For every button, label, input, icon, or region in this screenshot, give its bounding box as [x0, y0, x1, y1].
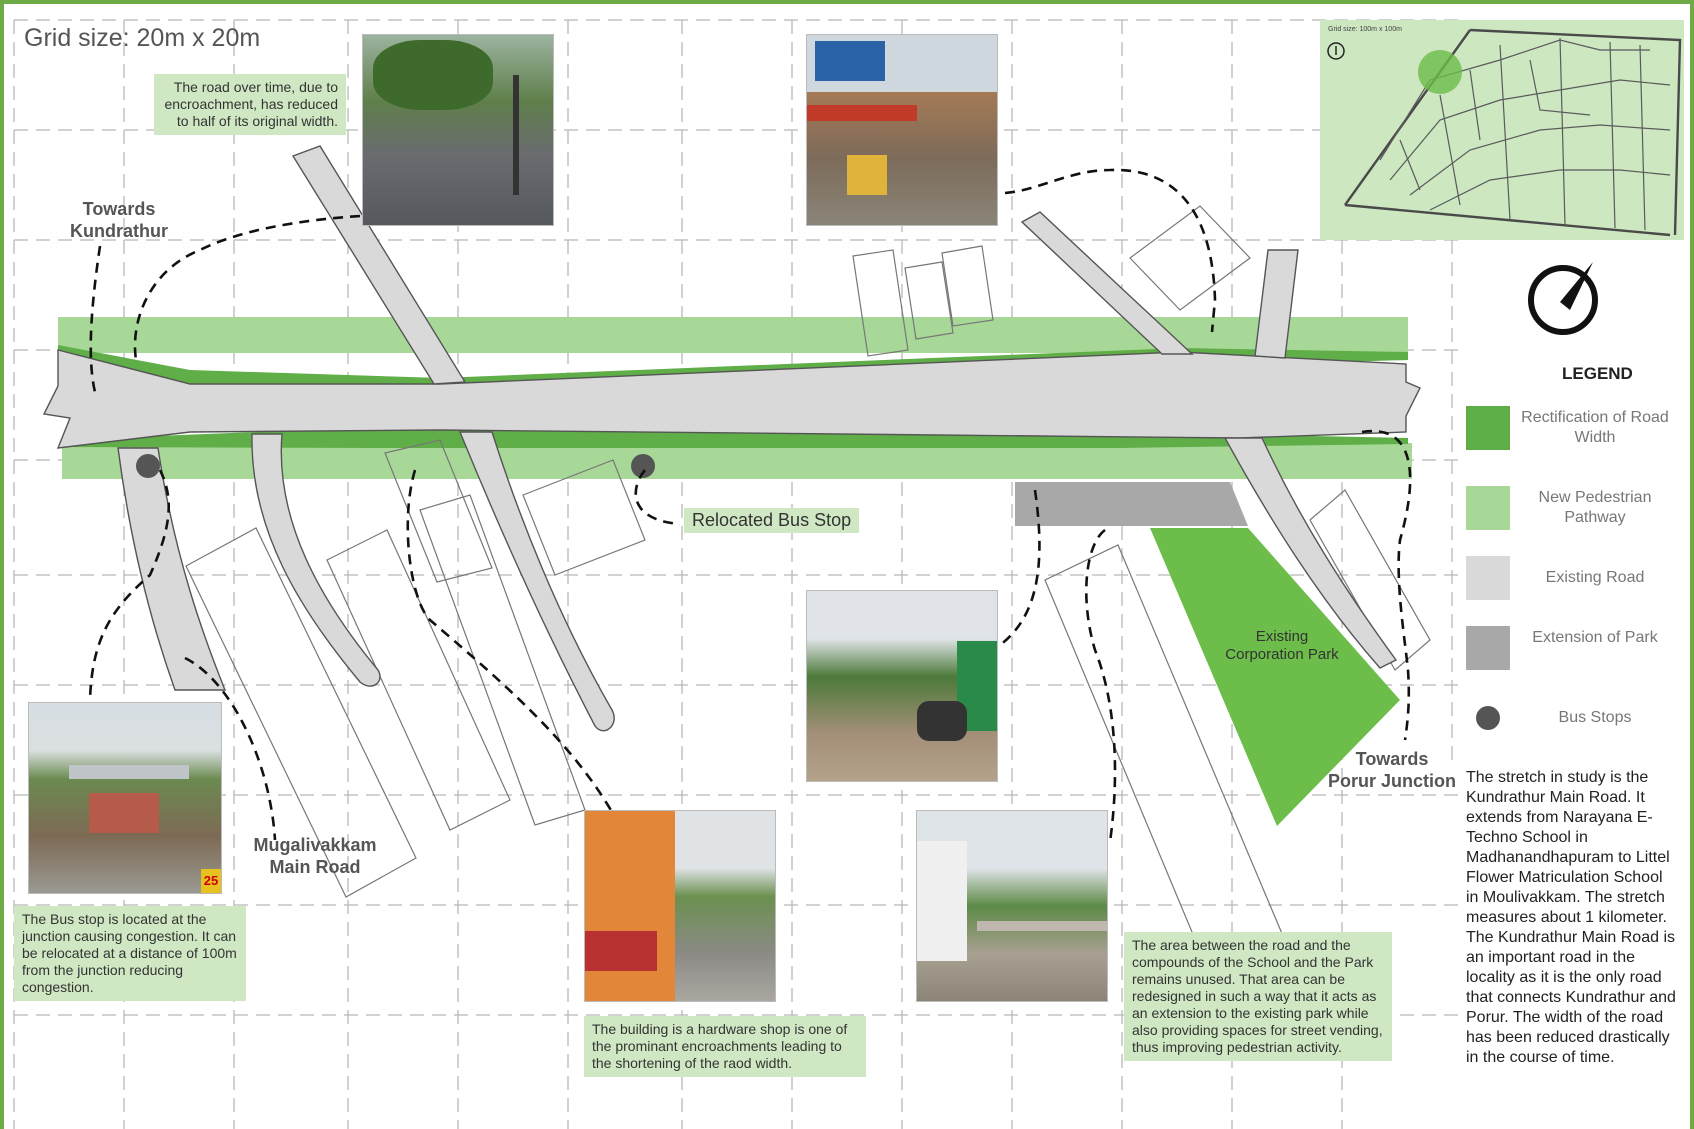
- inset-highlight-area: [1418, 50, 1462, 94]
- study-description: The stretch in study is the Kundrathur M…: [1466, 769, 1676, 1066]
- legend-swatch-pedestrian: [1466, 486, 1510, 530]
- legend-label-park-extension: Extension of Park: [1532, 629, 1658, 646]
- legend-swatch-existing-road: [1466, 556, 1510, 600]
- building-outlines: [185, 205, 1431, 1036]
- inset-north-arrow-icon: [1327, 42, 1345, 60]
- leader-lines: [88, 168, 1412, 843]
- bus-stop-existing: [136, 454, 160, 478]
- bus-number-badge: 25: [201, 869, 221, 893]
- photo-wet-road: [362, 34, 554, 226]
- note-bus-stop: The Bus stop is located at the junction …: [14, 906, 246, 1001]
- note-hardware-shop: The building is a hardware shop is one o…: [584, 1016, 866, 1077]
- compass-north-icon: [1528, 262, 1598, 335]
- label-towards-porur: Towards Porur Junction: [1327, 749, 1456, 791]
- existing-roads: [42, 145, 1421, 732]
- legend-title: LEGEND: [1562, 364, 1633, 383]
- photo-hardware-shop: [584, 810, 776, 1002]
- legend-swatch-bus-stop: [1476, 706, 1500, 730]
- pedestrian-pathway-south: [62, 443, 1412, 479]
- existing-corporation-park: [1150, 528, 1400, 826]
- inset-map-caption: Grid size: 100m x 100m: [1328, 26, 1402, 33]
- legend-label-bus-stop: Bus Stops: [1558, 709, 1632, 726]
- photo-shop-front: [806, 34, 998, 226]
- inset-locality-map: [1320, 20, 1684, 240]
- legend-label-rectification: Rectification of Road Width: [1521, 409, 1669, 446]
- legend-swatch-rectification: [1466, 406, 1510, 450]
- legend-label-existing-road: Existing Road: [1545, 569, 1645, 586]
- frame-top: [0, 0, 1694, 4]
- label-existing-park: Existing Corporation Park: [1225, 628, 1339, 663]
- grid-size-label: Grid size: 20m x 20m: [24, 24, 261, 52]
- note-unused-area: The area between the road and the compou…: [1124, 932, 1392, 1061]
- rectification-north: [58, 345, 1408, 388]
- rectification-south: [62, 426, 1408, 448]
- note-road-encroachment: The road over time, due to encroachment,…: [154, 74, 346, 135]
- frame-left: [0, 0, 4, 1129]
- frame-right: [1690, 0, 1694, 1129]
- label-relocated-bus-stop: Relocated Bus Stop: [684, 508, 860, 533]
- bus-stop-relocated: [631, 454, 655, 478]
- photo-bus-shelter: 25: [28, 702, 222, 894]
- label-towards-kundrathur: Towards Kundrathur: [70, 199, 168, 241]
- park-extension: [1015, 482, 1248, 526]
- photo-pedestrian-street: [806, 590, 998, 782]
- legend-label-pedestrian: New Pedestrian Pathway: [1538, 489, 1652, 526]
- photo-school-compound: [916, 810, 1108, 1002]
- label-mugalivakkam: Mugalivakkam Main Road: [253, 835, 377, 877]
- pedestrian-pathway-north: [58, 317, 1408, 353]
- legend-swatch-park-extension: [1466, 626, 1510, 670]
